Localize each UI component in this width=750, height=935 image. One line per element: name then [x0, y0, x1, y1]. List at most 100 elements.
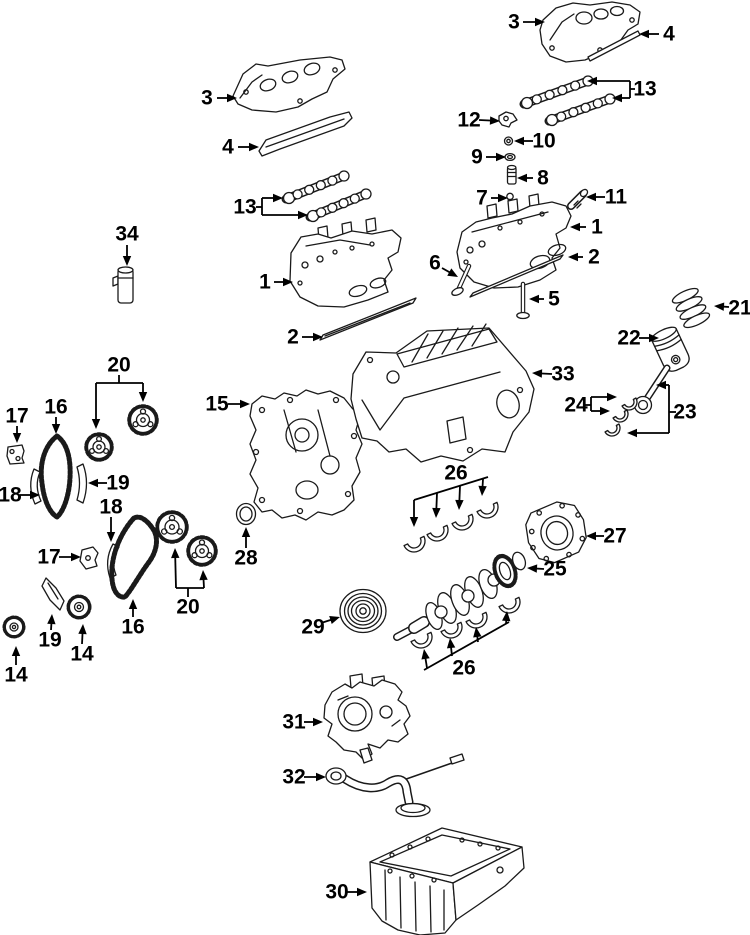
callout-number-3: 3: [201, 87, 213, 110]
callout-number-4: 4: [222, 136, 234, 159]
cam-sprockets-20-upper-drawing: [84, 404, 159, 462]
callout-number-1: 1: [591, 216, 603, 239]
callout-3: 3: [508, 11, 545, 34]
callout-22: 22: [617, 327, 659, 350]
valve-5-drawing: [516, 281, 530, 320]
callout-27: 27: [586, 525, 627, 548]
piston-rings-21-drawing: [671, 287, 711, 329]
timing-chain-lower-drawing: [109, 514, 159, 600]
oil-pan-30-drawing: [369, 827, 525, 935]
callout-14: 14: [4, 646, 28, 687]
valve-cover-gasket-right-drawing: [587, 30, 641, 62]
callout-number-25: 25: [543, 558, 567, 581]
callout-23: 23: [627, 380, 697, 438]
callout-number-6: 6: [429, 252, 441, 275]
callout-number-4: 4: [663, 23, 675, 46]
oil-pickup-32-drawing: [325, 753, 465, 818]
callout-16: 16: [44, 396, 68, 434]
callout-number-16: 16: [121, 616, 144, 639]
engine-block-33-drawing: [350, 323, 535, 463]
main-bearings-26-upper-drawing: [403, 501, 503, 557]
callout-33: 33: [532, 363, 575, 386]
crankshaft-25-drawing: [393, 551, 527, 641]
callout-4: 4: [222, 136, 259, 159]
cam-sprockets-20-lower-drawing: [155, 510, 218, 567]
callout-1: 1: [570, 216, 603, 239]
crank-gears-14-drawing: [2, 594, 92, 639]
callout-number-2: 2: [588, 246, 600, 269]
valve-cover-right-drawing: [539, 1, 641, 63]
callout-26: 26: [421, 611, 511, 680]
callout-number-30: 30: [325, 881, 348, 904]
timing-cover-15-drawing: [249, 389, 363, 521]
callout-number-18: 18: [99, 496, 123, 519]
chain-guide-19-lower-drawing: [41, 577, 65, 611]
callout-number-19: 19: [106, 472, 129, 495]
callout-number-20: 20: [176, 596, 199, 619]
callout-13: 13: [587, 76, 657, 103]
part-11-drawing: [567, 188, 589, 210]
callout-number-2: 2: [287, 326, 299, 349]
callout-number-23: 23: [673, 401, 696, 424]
cam-sensor-12-drawing: [498, 111, 518, 128]
callout-11: 11: [586, 186, 627, 209]
callout-number-13: 13: [633, 78, 656, 101]
callout-6: 6: [429, 252, 458, 277]
callout-number-26: 26: [444, 462, 467, 485]
camshafts-right-drawing: [519, 75, 616, 127]
callout-number-27: 27: [603, 525, 626, 548]
callout-number-28: 28: [234, 547, 258, 570]
callout-24: 24: [564, 392, 617, 417]
callout-20: 20: [91, 354, 148, 429]
crank-pulley-29-drawing: [339, 588, 387, 634]
callout-21: 21: [714, 297, 750, 320]
callout-number-26: 26: [452, 657, 475, 680]
callout-number-17: 17: [37, 546, 60, 569]
callout-28: 28: [234, 527, 258, 570]
callout-number-17: 17: [5, 405, 28, 428]
callout-number-13: 13: [233, 196, 256, 219]
callout-18: 18: [0, 484, 40, 507]
callout-19: 19: [38, 614, 62, 652]
callout-number-18: 18: [0, 484, 22, 507]
callout-30: 30: [325, 881, 367, 904]
callout-8: 8: [517, 167, 549, 190]
callout-number-14: 14: [70, 643, 94, 666]
callout-number-10: 10: [532, 130, 555, 153]
callout-number-9: 9: [471, 146, 483, 169]
tensioner-17-upper-drawing: [6, 444, 25, 465]
part-34-drawing: [112, 266, 134, 304]
callout-number-21: 21: [728, 297, 750, 320]
callout-2: 2: [568, 246, 600, 269]
callout-number-8: 8: [537, 167, 549, 190]
piston-22-drawing: [633, 326, 690, 415]
callout-20: 20: [171, 548, 208, 619]
callout-number-1: 1: [259, 271, 271, 294]
callout-18: 18: [99, 496, 123, 542]
cylinder-head-left-drawing: [289, 217, 402, 308]
callout-17: 17: [5, 405, 29, 443]
callout-number-11: 11: [605, 186, 628, 209]
callout-number-20: 20: [107, 354, 130, 377]
callout-1: 1: [259, 271, 293, 294]
callout-number-15: 15: [205, 393, 229, 416]
callout-16: 16: [121, 599, 145, 639]
callout-number-24: 24: [564, 394, 588, 417]
callout-number-31: 31: [282, 711, 306, 734]
callout-number-19: 19: [38, 629, 61, 652]
rear-seal-27-drawing: [525, 501, 587, 564]
callout-32: 32: [282, 766, 326, 789]
callout-34: 34: [115, 223, 139, 266]
valve-cover-gasket-left-drawing: [258, 111, 353, 157]
valve-6-drawing: [451, 263, 472, 296]
callout-10: 10: [514, 130, 556, 153]
callout-31: 31: [282, 711, 323, 734]
callout-number-12: 12: [457, 109, 480, 132]
callout-number-33: 33: [551, 363, 574, 386]
callout-5: 5: [529, 288, 560, 311]
front-seal-28-drawing: [235, 502, 257, 526]
callout-29: 29: [301, 616, 340, 639]
lash-adjuster-8-drawing: [506, 164, 517, 185]
callout-9: 9: [471, 146, 506, 169]
